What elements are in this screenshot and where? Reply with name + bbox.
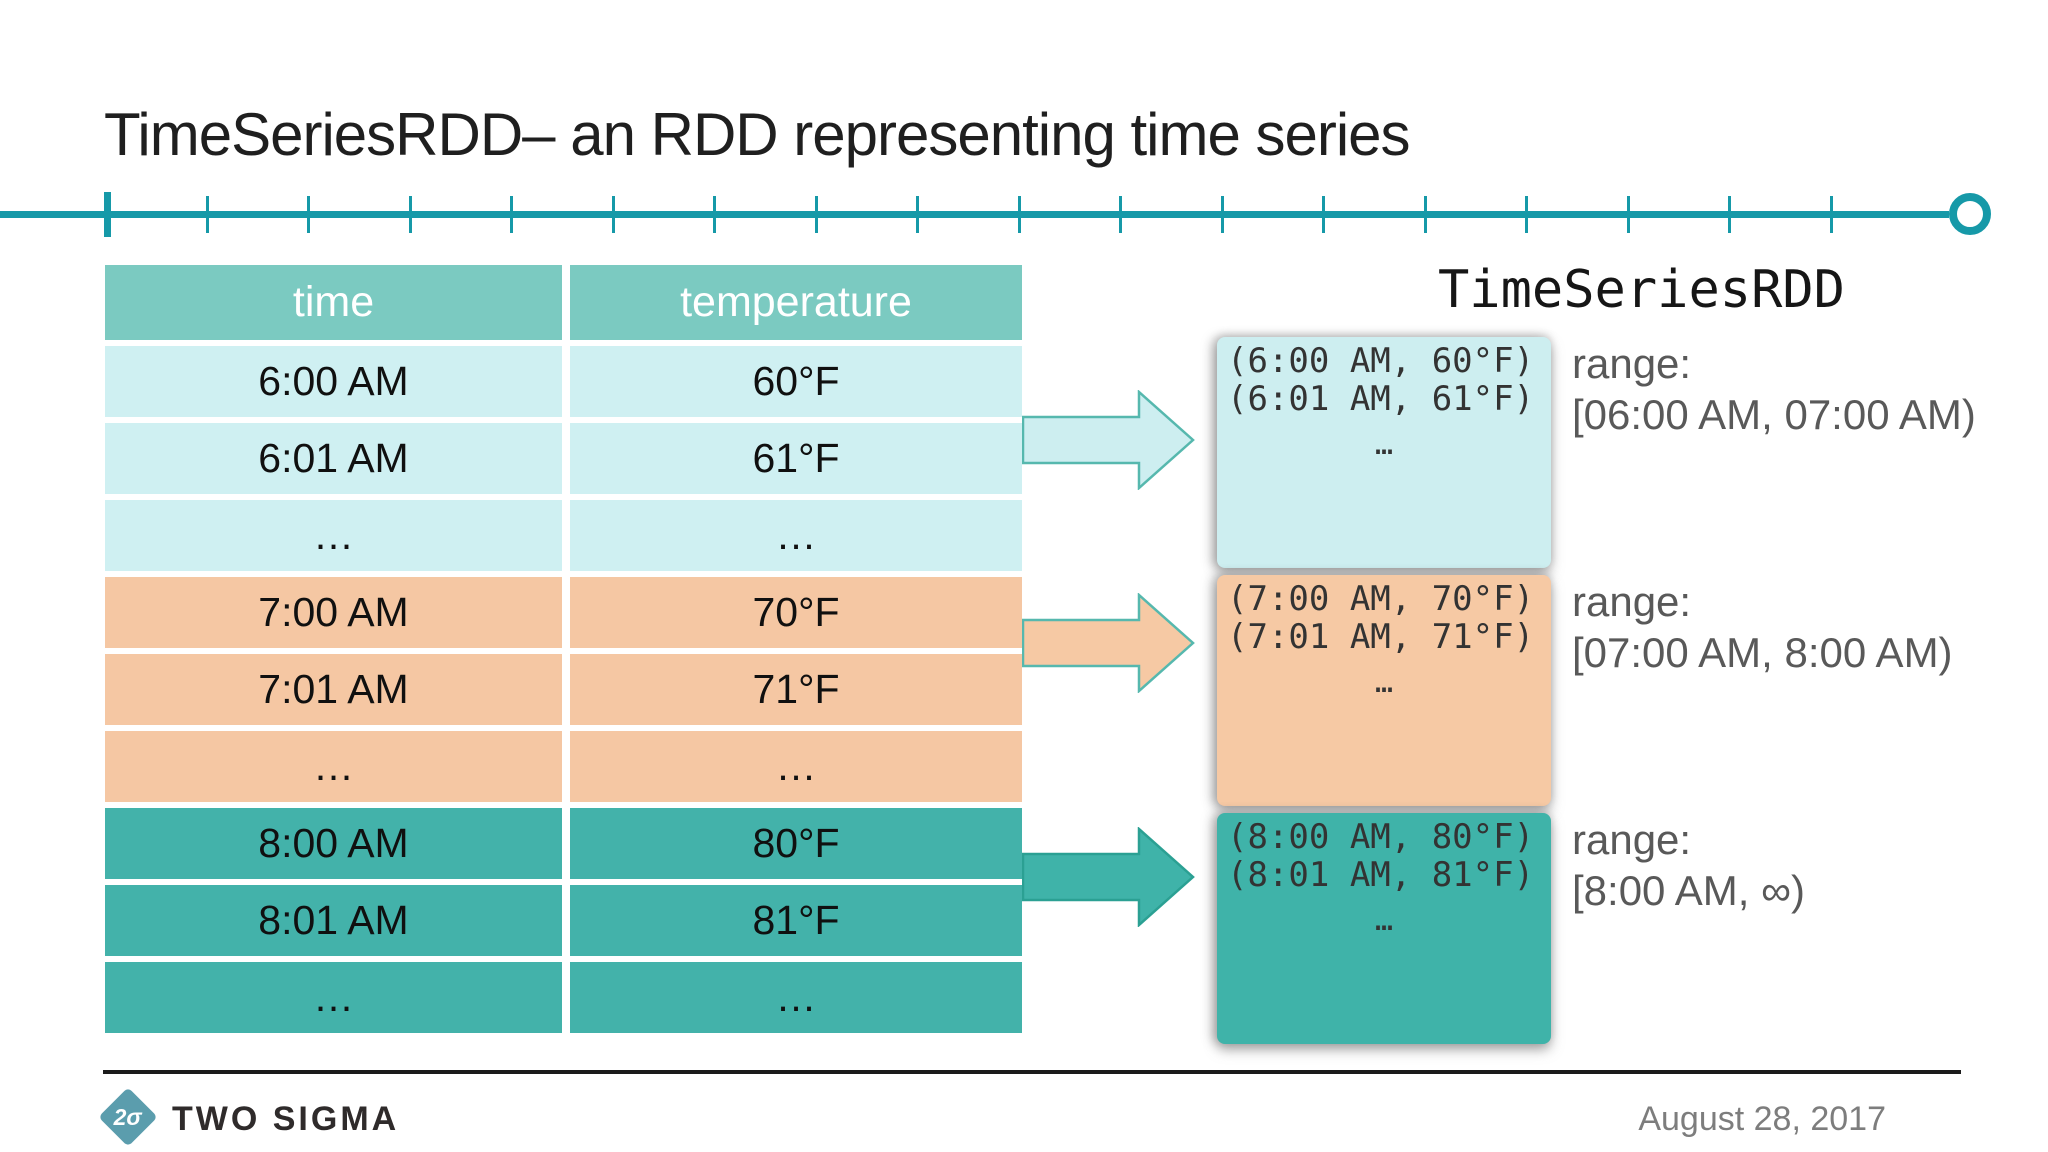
partition-ellipsis: … <box>1374 902 1394 938</box>
table-cell-temperature: 61°F <box>570 423 1022 494</box>
timeline-tick <box>1119 196 1122 233</box>
table-cell-time: … <box>105 731 562 802</box>
range-value: [8:00 AM, ∞) <box>1572 867 1806 915</box>
timeline-tick <box>307 196 310 233</box>
timeline-tick <box>205 196 209 233</box>
table-cell-time: 7:01 AM <box>105 654 562 725</box>
table-cell-time: 8:00 AM <box>105 808 562 879</box>
two-sigma-logo-glyph: 2σ <box>113 1103 143 1130</box>
range-value: [07:00 AM, 8:00 AM) <box>1572 629 1953 677</box>
table-cell-temperature: 70°F <box>570 577 1022 648</box>
partition-range: range: [06:00 AM, 07:00 AM) <box>1572 339 1976 442</box>
page-title: TimeSeriesRDD– an RDD representing time … <box>104 101 1411 168</box>
timeline-tick <box>1626 196 1630 233</box>
partition-ellipsis: … <box>1374 426 1394 462</box>
timeline-tick <box>1423 196 1427 233</box>
flow-arrow-icon <box>1022 593 1195 693</box>
timeline-tick <box>1525 196 1528 233</box>
timeline-tick <box>611 196 615 233</box>
timeline-tick <box>104 192 111 237</box>
partition-range: range: [07:00 AM, 8:00 AM) <box>1572 577 1953 680</box>
table-cell-temperature: 60°F <box>570 346 1022 417</box>
table-cell-temperature: … <box>570 500 1022 571</box>
timeline-tick <box>814 196 818 233</box>
timeline-end-circle-icon <box>1949 193 1991 235</box>
range-label: range: <box>1572 578 1692 625</box>
rdd-partition: (6:00 AM, 60°F) (6:01 AM, 61°F) … range:… <box>0 337 2048 577</box>
header-cell-temperature: temperature <box>570 265 1022 340</box>
table-cell-temperature: 81°F <box>570 885 1022 956</box>
partition-box: (8:00 AM, 80°F) (8:01 AM, 81°F) … <box>1217 813 1551 1044</box>
table-cell-time: 6:01 AM <box>105 423 562 494</box>
timeline-tick <box>1017 196 1021 233</box>
table-cell-time: 6:00 AM <box>105 346 562 417</box>
partition-tuple: (8:00 AM, 80°F) <box>1227 817 1535 857</box>
table-cell-temperature: … <box>570 731 1022 802</box>
two-sigma-wordmark: TWO SIGMA <box>172 1099 400 1138</box>
flow-arrow-icon <box>1022 827 1195 927</box>
table-cell-time: 7:00 AM <box>105 577 562 648</box>
table-cell-time: 8:01 AM <box>105 885 562 956</box>
rdd-partition: (7:00 AM, 70°F) (7:01 AM, 71°F) … range:… <box>0 575 2048 815</box>
partition-tuple: (7:01 AM, 71°F) <box>1227 617 1535 658</box>
timeline-tick <box>1322 196 1325 233</box>
table-cell-temperature: … <box>570 962 1022 1033</box>
table-cell-temperature: 71°F <box>570 654 1022 725</box>
partition-box: (7:00 AM, 70°F) (7:01 AM, 71°F) … <box>1217 575 1551 806</box>
partition-range: range: [8:00 AM, ∞) <box>1572 815 1805 918</box>
timeline-tick <box>713 196 716 233</box>
timeline-tick <box>1829 196 1833 233</box>
header-cell-time: time <box>105 265 562 340</box>
timeline-tick <box>1728 196 1731 233</box>
partition-tuple: (6:00 AM, 60°F) <box>1227 341 1535 381</box>
data-table: time temperature 6:00 AM 60°F 6:01 AM 61… <box>105 265 1022 1033</box>
range-label: range: <box>1572 340 1692 387</box>
table-cell-temperature: 80°F <box>570 808 1022 879</box>
flow-arrow-icon <box>1022 390 1195 490</box>
timeline-line <box>0 211 1949 218</box>
table-cell-time: … <box>105 500 562 571</box>
rdd-partition: (8:00 AM, 80°F) (8:01 AM, 81°F) … range:… <box>0 813 2048 1053</box>
timeline-tick <box>510 196 513 233</box>
slide-date: August 28, 2017 <box>1638 1100 1886 1138</box>
two-sigma-logo-icon: 2σ <box>98 1087 158 1147</box>
range-label: range: <box>1572 816 1692 863</box>
partition-tuple: (6:01 AM, 61°F) <box>1227 379 1535 420</box>
partition-tuple: (7:00 AM, 70°F) <box>1227 579 1535 619</box>
footer-divider <box>103 1070 1961 1074</box>
timeline-tick <box>408 196 412 233</box>
table-cell-time: … <box>105 962 562 1033</box>
rdd-title: TimeSeriesRDD <box>1438 260 1845 320</box>
timeline-tick <box>916 196 919 233</box>
timeline-tick <box>1220 196 1224 233</box>
partition-box: (6:00 AM, 60°F) (6:01 AM, 61°F) … <box>1217 337 1551 568</box>
partition-ellipsis: … <box>1374 664 1394 700</box>
partition-tuple: (8:01 AM, 81°F) <box>1227 855 1535 896</box>
range-value: [06:00 AM, 07:00 AM) <box>1572 391 1976 439</box>
